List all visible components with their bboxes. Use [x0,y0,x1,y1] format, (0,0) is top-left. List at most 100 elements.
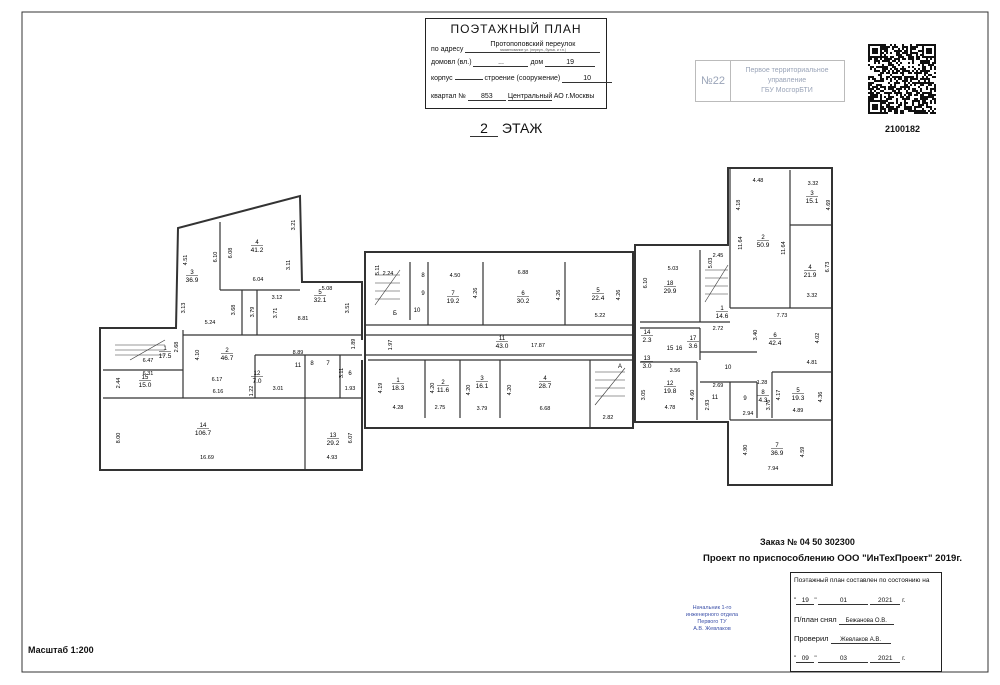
room-number: 7 [775,443,779,449]
room-number: 10 [414,308,421,314]
stamp-line1: Первое территориальное [745,67,829,74]
room-number: 17 [690,336,697,342]
dimension-label: 4.48 [753,178,764,184]
room-area: 19.3 [792,395,805,402]
month1: 01 [818,597,869,605]
room-number: 9 [743,396,747,402]
year1: 2021 [870,597,901,605]
room-area: 3.0 [642,363,651,370]
engineer-stamp-line1: Начальник 1-го [692,605,732,611]
room-number: 3 [190,270,194,276]
room-area: 19.8 [664,388,677,395]
room-number: 15 [142,375,149,381]
dimension-label: 2.24 [383,271,394,277]
dimension-label: 3.76 [766,400,772,411]
dimension-label: 2.69 [713,383,724,389]
surveyed-by: Бежанова О.В. [838,618,894,625]
dimension-label: 1.28 [757,380,768,386]
dimension-label: 17.87 [531,343,545,349]
room-number: 15 [667,346,674,352]
room-number: 10 [725,365,732,371]
dimension-label: 4.69 [826,200,832,211]
stroenie-label: строение (сооружение) [484,75,561,82]
stairs-right [704,264,729,303]
surveyed-label: П/план снял [794,615,837,624]
korpus-label: корпус [431,75,453,82]
room-area: 106.7 [195,430,212,437]
year-suffix2: г. [902,655,906,662]
dimension-label: 4.02 [815,333,821,344]
dimension-label: 2.45 [713,253,724,259]
dimension-label: 4.51 [183,255,189,266]
dimension-label: 3.56 [670,368,681,374]
dimension-label: 4.18 [736,200,742,211]
dimension-label: 4.81 [807,360,818,366]
kvartal-label: квартал № [431,93,466,100]
dimension-label: 4.26 [556,290,562,301]
header-box: ПОЭТАЖНЫЙ ПЛАН по адресу Протопоповский … [425,18,613,109]
room-area: 2.3 [642,337,651,344]
dimension-label: 8.81 [298,316,309,322]
room-area: 28.7 [539,383,552,390]
room-area: 41.2 [251,247,264,254]
stamp-line3: ГБУ МосгорБТИ [761,87,813,94]
day2: 09 [796,655,815,663]
stroenie-value: 10 [562,75,613,83]
address-value: Протопоповский переулок [490,41,576,48]
room-number: 2 [441,380,445,386]
day1: 19 [796,597,815,605]
dimension-label: 2.72 [713,326,724,332]
floor-number: 2 [470,120,498,137]
dimension-label: 1.97 [388,340,394,351]
room-area: 15.0 [139,382,152,389]
room-number: 2 [761,235,765,241]
dimension-label: 5.24 [205,320,216,326]
dimension-label: 2.68 [174,342,180,353]
room-area: 17.5 [159,353,172,360]
room-area: 7.0 [252,378,261,385]
qr-code-number: 2100182 [885,124,921,134]
dimension-label: 4.26 [473,288,479,299]
dimension-label: 11.64 [738,236,744,249]
engineer-stamp: Начальник 1-го инженерного отдела Первог… [672,605,752,633]
domovl-label: домовл (вл.) [431,59,472,66]
dimension-label: 3.32 [808,181,819,187]
room-number: 11 [499,336,506,342]
dimension-label: 4.19 [378,383,384,394]
dimension-label: 6.17 [212,377,223,383]
dimension-label: 2.44 [116,378,122,389]
right-wing-walls [634,167,833,486]
year-suffix1: г. [902,597,906,604]
floor-title: 2 ЭТАЖ [470,120,542,137]
room-area: 43.0 [496,343,509,350]
dimension-label: 6.47 [143,358,154,364]
room-number: 7 [451,291,455,297]
room-number: 8 [421,273,425,279]
room-number: 12 [667,381,674,387]
room-number: 6 [773,333,777,339]
room-number: 9 [421,291,425,297]
month2: 03 [818,655,869,663]
room-number: 16 [676,346,683,352]
room-area: 36.9 [186,277,199,284]
dimension-label: 3.40 [753,330,759,341]
room-number: 6 [348,371,352,377]
room-area: 18.3 [392,385,405,392]
dimension-label: 3.11 [339,368,345,378]
domovl-value: ... [473,59,529,67]
dimension-label: 3.11 [286,260,292,270]
room-area: 36.9 [771,450,784,457]
stamp-number: №22 [696,61,731,101]
dimension-label: 2.82 [603,415,614,421]
room-area: 14.6 [716,313,729,320]
room-number: 1 [720,306,724,312]
room-area: 16.1 [476,383,489,390]
korpus-value [454,79,483,80]
dimension-label: 3.79 [477,406,488,412]
room-number: 5 [318,290,322,296]
dimension-label: 6.08 [228,248,234,259]
stairs-left [115,339,166,361]
room-area: 11.6 [437,387,450,394]
room-area: 19.2 [447,298,460,305]
